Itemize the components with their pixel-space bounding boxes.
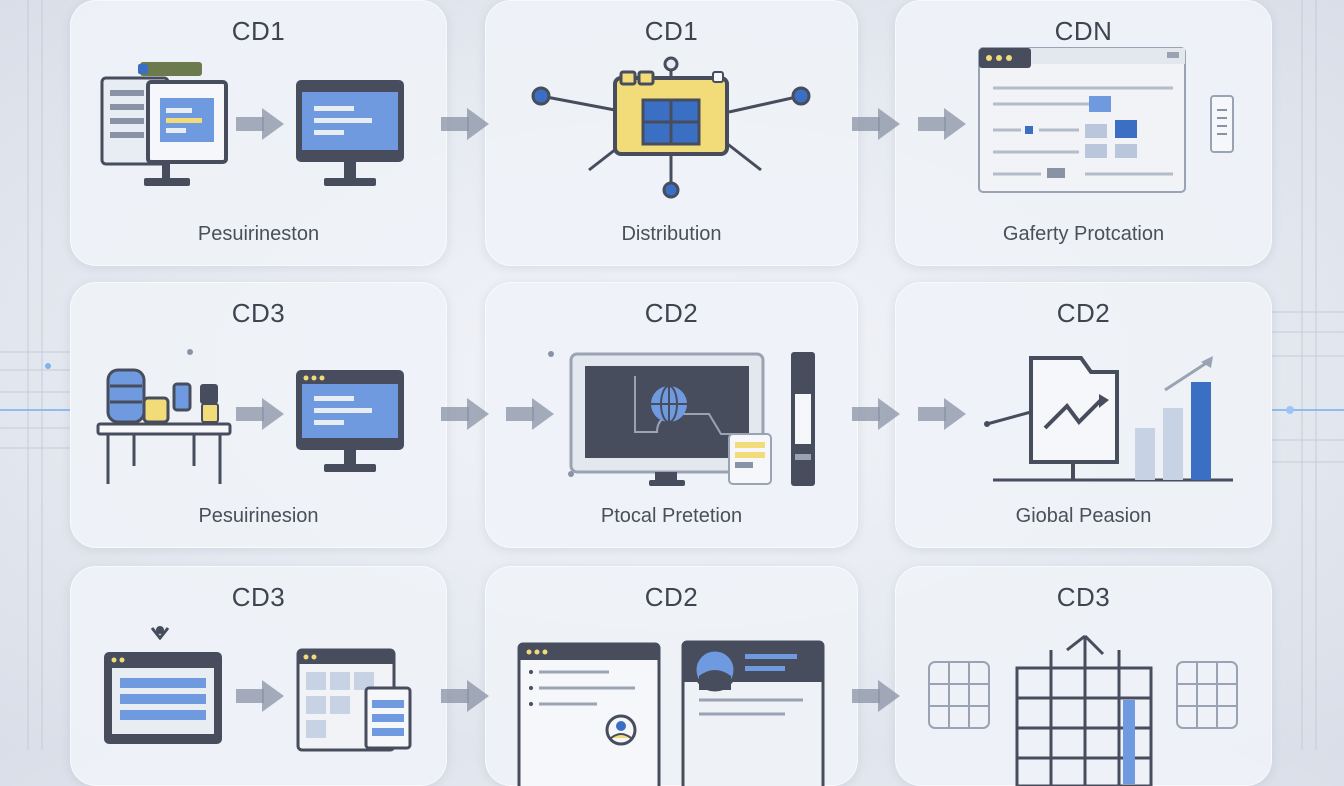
right-arrow-icon xyxy=(918,398,966,430)
monitor-icon xyxy=(100,62,404,186)
right-arrow-icon xyxy=(506,398,554,430)
background-lines xyxy=(0,0,1344,750)
browser-window-icon xyxy=(978,47,1234,193)
card-label: Gaferty Protcation xyxy=(1002,223,1165,245)
grid-icon xyxy=(928,634,1238,786)
right-arrow-icon xyxy=(918,108,966,140)
card-title: CD2 xyxy=(644,298,699,328)
right-arrow-icon xyxy=(441,108,489,140)
card-label: Distribution xyxy=(621,223,722,245)
card-title: CD2 xyxy=(644,582,699,612)
card-title: CDN xyxy=(1054,16,1113,46)
card-cd3-left: CD3 Pesuirinesion xyxy=(70,282,447,548)
desk-equipment-icon xyxy=(96,349,404,484)
card-title: CD3 xyxy=(231,582,286,612)
right-arrow-icon xyxy=(441,680,489,712)
right-arrow-icon xyxy=(236,108,284,140)
card-cd1-middle: CD1 Distribution xyxy=(485,0,858,266)
right-arrow-icon xyxy=(441,398,489,430)
card-title: CD3 xyxy=(231,298,286,328)
card-cd3-bottom-right: CD3 xyxy=(895,566,1272,786)
card-label: Pesuirinesion xyxy=(198,505,319,527)
monitor-icon xyxy=(104,626,412,752)
right-arrow-icon xyxy=(852,398,900,430)
card-title: CD1 xyxy=(644,16,699,46)
card-cd3-bottom-left: CD3 xyxy=(70,566,447,786)
browser-window-icon xyxy=(517,640,825,786)
card-cdn-right: CDN Gaferty Protcation xyxy=(895,0,1272,266)
card-label: Giobal Peasion xyxy=(1015,505,1152,527)
right-arrow-icon xyxy=(236,398,284,430)
network-hub-icon xyxy=(531,56,811,199)
card-title: CD1 xyxy=(231,16,286,46)
card-label: Pesuirineston xyxy=(197,223,320,245)
card-cd2-middle: CD2 Ptocal Pretetion xyxy=(485,282,858,548)
card-cd1-left: CD1 Pesuirineston xyxy=(70,0,447,266)
globe-icon xyxy=(548,351,815,486)
right-arrow-icon xyxy=(852,680,900,712)
card-label: Ptocal Pretetion xyxy=(600,505,743,527)
right-arrow-icon xyxy=(852,108,900,140)
card-title: CD3 xyxy=(1056,582,1111,612)
card-cd2-bottom-middle: CD2 xyxy=(485,566,858,786)
card-title: CD2 xyxy=(1056,298,1111,328)
bar-chart-icon xyxy=(984,356,1233,482)
right-arrow-icon xyxy=(236,680,284,712)
